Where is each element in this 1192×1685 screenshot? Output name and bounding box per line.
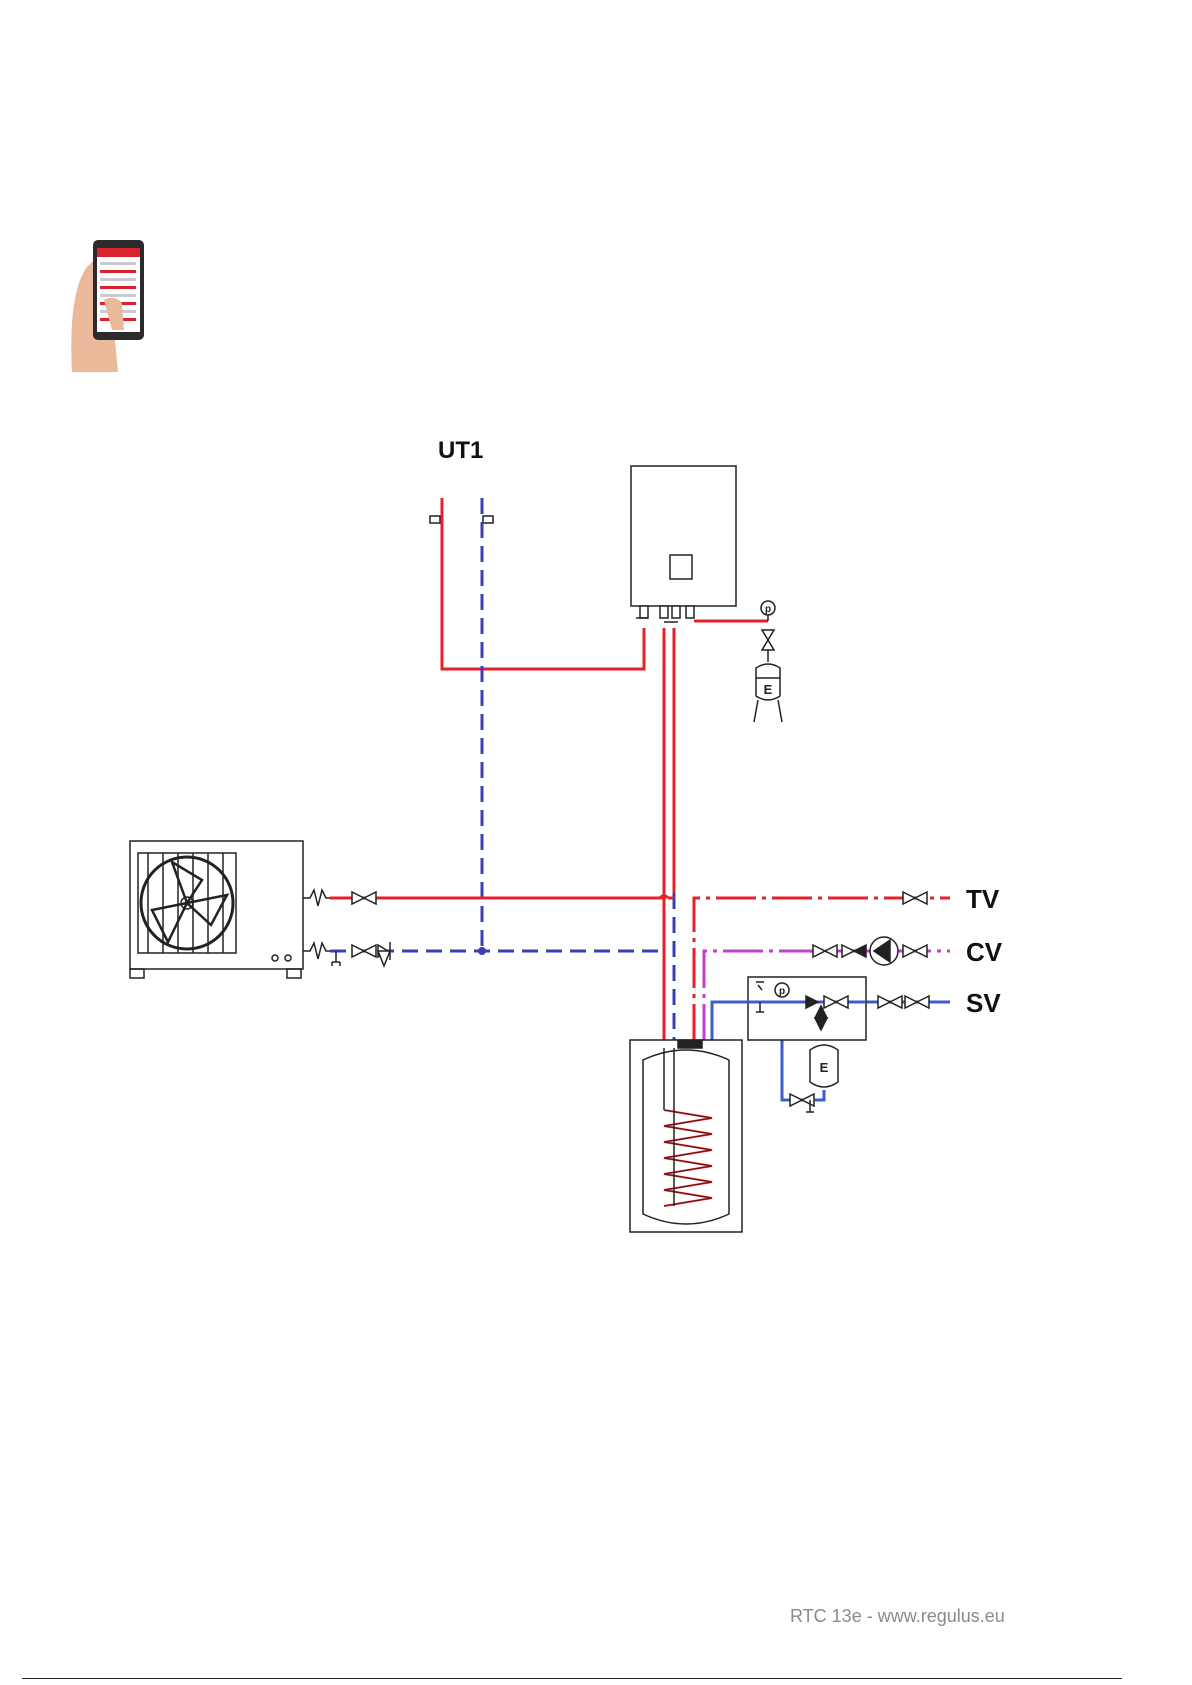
drain-valve: [332, 951, 340, 966]
svg-text:p: p: [779, 986, 785, 997]
expansion-vessel: E: [754, 664, 782, 722]
sv-label: SV: [966, 988, 1001, 1018]
ut1-label: UT1: [438, 437, 483, 464]
check-valve: [842, 945, 866, 957]
safety-group: p: [712, 977, 866, 1040]
heat-pump-outdoor-unit: [130, 841, 330, 978]
expansion-vessel-label: E: [764, 682, 773, 697]
ball-valve: [352, 892, 376, 957]
indoor-unit: [631, 466, 736, 622]
dhw-storage-tank: [630, 1040, 742, 1232]
sv-expansion-vessel: E: [810, 1045, 838, 1087]
return-junction-node: [478, 947, 486, 955]
ut1-connection-caps: [430, 516, 493, 523]
ball-valve: [790, 1094, 814, 1112]
circulation-pump: [870, 937, 898, 965]
ball-valve: [903, 892, 927, 904]
cv-label: CV: [966, 937, 1003, 967]
bottom-rule: [22, 1678, 1122, 1679]
strainer: [378, 942, 390, 966]
gauge-label: p: [765, 604, 771, 615]
ut1-supply-pipe: [442, 498, 644, 669]
tv-label: TV: [966, 884, 1000, 914]
pressure-gauge: p: [761, 601, 775, 621]
page-footer: RTC 13e - www.regulus.eu: [790, 1606, 1090, 1627]
sv-expansion-vessel-label: E: [820, 1060, 829, 1075]
smartphone-app-icon: [71, 240, 144, 372]
expansion-valve: [762, 630, 774, 662]
